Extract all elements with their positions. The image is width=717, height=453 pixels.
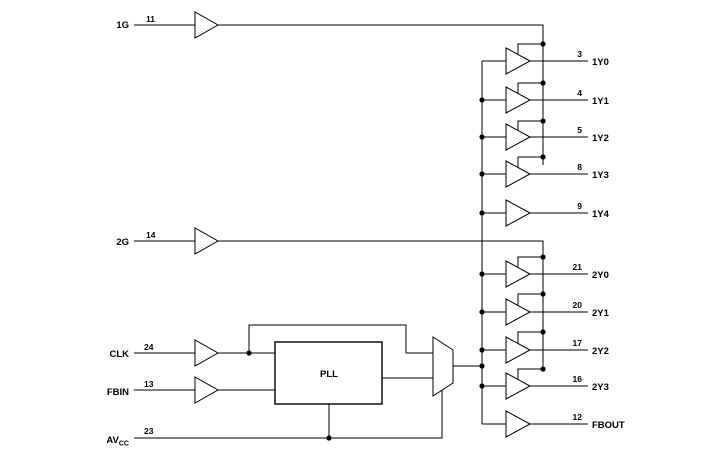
bus-junction-dot <box>479 171 485 177</box>
output-2y0-label: 2Y0 <box>592 270 609 281</box>
input-avcc-label: AVCC <box>106 435 129 448</box>
output-2y1-pin: 20 <box>573 300 583 310</box>
output-buffer-2y0 <box>505 260 532 288</box>
output-buffer-2y3 <box>505 372 532 400</box>
mux <box>432 336 482 397</box>
bus-junction-dot <box>479 347 485 353</box>
output-buffer-2y2 <box>505 336 532 364</box>
output-1y0-label: 1Y0 <box>592 57 609 68</box>
output-buffer-2y1 <box>505 298 532 326</box>
enable-junction-dot <box>540 80 546 86</box>
output-1y0-pin: 3 <box>577 49 582 59</box>
output-1y1-label: 1Y1 <box>592 96 610 107</box>
output-2y2-label: 2Y2 <box>592 346 609 357</box>
output-buffer-1y0 <box>505 47 532 75</box>
input-clk: CLK 24 <box>109 324 433 367</box>
input-clk-pin: 24 <box>144 342 154 352</box>
enable-junction-dot <box>540 154 546 160</box>
bus-junction-dot <box>479 210 485 216</box>
output-1y3-label: 1Y3 <box>592 170 609 181</box>
output-2y2-pin: 17 <box>573 338 583 348</box>
input-1g: 1G 11 <box>116 11 544 44</box>
output-fbout-label: FBOUT <box>592 420 625 431</box>
enable-junction-dot <box>540 118 546 124</box>
enable-junction-dot <box>540 291 546 297</box>
output-buffer-1y2 <box>505 123 532 151</box>
pll-box <box>274 341 383 405</box>
output-2y0-pin: 21 <box>573 262 583 272</box>
output-1y2-pin: 5 <box>577 125 582 135</box>
input-clk-buffer <box>194 339 220 367</box>
pll-block: PLL <box>274 341 433 405</box>
bus-junction-dot <box>479 309 485 315</box>
input-fbin-label: FBIN <box>107 387 129 398</box>
clock-bus <box>479 61 485 424</box>
input-2g-buffer <box>194 227 220 255</box>
input-fbin-buffer <box>194 376 220 404</box>
input-clk-label: CLK <box>109 349 129 360</box>
output-fbout-pin: 12 <box>573 412 583 422</box>
output-buffer-1y4 <box>505 199 532 227</box>
output-1y4-label: 1Y4 <box>592 209 610 220</box>
output-2y3-label: 2Y3 <box>592 382 609 393</box>
output-buffer-1y3 <box>505 160 532 188</box>
bus-junction-dot <box>479 97 485 103</box>
avcc-junction-dot <box>326 435 332 441</box>
input-avcc: AVCC 23 <box>106 390 443 448</box>
output-2y1: 20 2Y1 <box>479 291 610 326</box>
output-1y3-pin: 8 <box>577 162 582 172</box>
bus-junction-dot <box>479 271 485 277</box>
output-1y1: 4 1Y1 <box>479 80 610 114</box>
output-1y0: 3 1Y0 <box>482 41 609 75</box>
output-buffers: 3 1Y0 4 1Y1 5 1Y2 8 1Y3 9 1Y4 21 2Y0 20 2Y1 17 2Y2 16 2Y3… <box>479 41 625 438</box>
enable-junction-dot <box>540 41 546 47</box>
enable-junction-dot <box>540 329 546 335</box>
input-avcc-pin: 23 <box>144 426 154 436</box>
output-buffer-fbout <box>505 410 532 438</box>
input-fbin: FBIN 13 <box>107 376 275 404</box>
pll-label: PLL <box>320 369 338 380</box>
bus-junction-dot <box>479 383 485 389</box>
output-1y1-pin: 4 <box>577 88 582 98</box>
input-1g-buffer <box>194 11 220 39</box>
output-1y2-label: 1Y2 <box>592 133 609 144</box>
output-2y1-label: 2Y1 <box>592 308 610 319</box>
input-1g-pin: 11 <box>146 14 155 24</box>
output-2y2: 17 2Y2 <box>479 329 609 364</box>
enable-junction-dot <box>540 366 546 372</box>
output-1y4: 9 1Y4 <box>479 199 610 227</box>
clk-junction-dot <box>246 350 252 356</box>
output-buffer-1y1 <box>505 86 532 114</box>
input-fbin-pin: 13 <box>144 379 154 389</box>
input-1g-label: 1G <box>116 20 129 31</box>
mux-shape <box>432 336 454 397</box>
bus-junction-dot <box>479 134 485 140</box>
output-1y4-pin: 9 <box>577 201 582 211</box>
input-2g-label: 2G <box>116 237 129 248</box>
output-2y0: 21 2Y0 <box>479 254 609 288</box>
mux-bus-junction-dot <box>479 363 485 369</box>
output-2y3: 16 2Y3 <box>479 366 609 400</box>
output-1y3: 8 1Y3 <box>479 154 609 188</box>
enable-junction-dot <box>540 254 546 260</box>
input-2g-pin: 14 <box>146 230 156 240</box>
input-2g: 2G 14 <box>116 227 544 257</box>
output-1y2: 5 1Y2 <box>479 118 609 151</box>
output-2y3-pin: 16 <box>573 374 583 384</box>
